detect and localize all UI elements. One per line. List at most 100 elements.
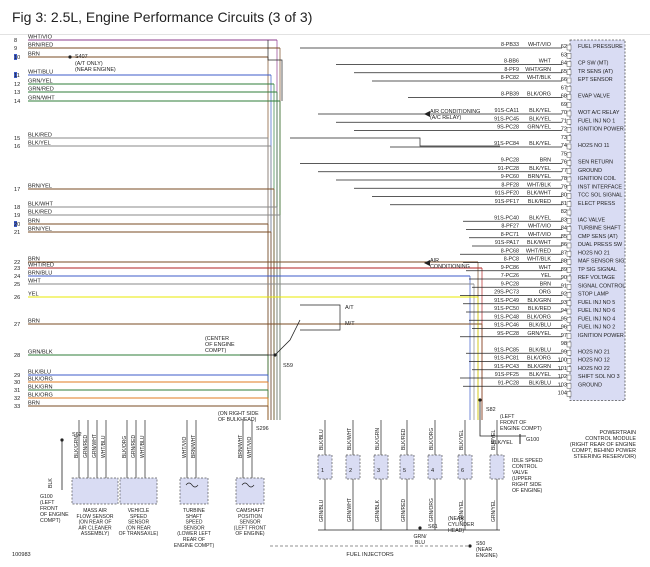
pin-circuit-code: 91S-CA11	[495, 108, 519, 114]
pin-function: SHIFT SOL NO 3	[578, 374, 620, 380]
pcm-pin	[566, 358, 572, 364]
sensor-box	[235, 477, 265, 505]
fuel-injectors-label: FUEL INJECTORS	[346, 552, 394, 558]
pcm-pin	[566, 308, 572, 315]
s82-label: S82	[486, 407, 496, 413]
connector-marker	[14, 72, 17, 78]
pcm-pin	[566, 86, 572, 92]
pin-wire-color: WHT/GRN	[525, 67, 551, 73]
wire-color-label: BLK/WHT	[28, 202, 53, 208]
pin-function: FUEL PRESSURE	[578, 44, 623, 50]
s296-label: S296	[256, 426, 269, 432]
injector-number: 3	[377, 468, 380, 474]
pin-circuit-code: 9S-PC28	[497, 125, 519, 131]
pin-wire-color: GRN/YEL	[527, 125, 551, 131]
pin-number: 102	[558, 374, 567, 380]
pcm-pin	[566, 53, 572, 59]
pcm-pin	[566, 185, 572, 191]
injector-box	[373, 454, 389, 480]
wire-color-label: WHT/RED	[28, 263, 54, 269]
pin-function: HO2S NO 21	[578, 349, 610, 355]
pin-circuit-code: 91S-PF25	[495, 372, 519, 378]
pin-function: TR SENS (AT)	[578, 69, 613, 75]
wire-number: 22	[14, 260, 20, 266]
pin-number: 101	[558, 366, 567, 372]
figure-header: Fig 3: 2.5L, Engine Performance Circuits…	[0, 0, 650, 35]
wire-color-label: BRN/BLU	[28, 271, 52, 277]
wire-number: 21	[14, 230, 20, 236]
pin-circuit-code: 8-PC68	[501, 248, 519, 254]
pin-circuit-code: 8-PF27	[501, 224, 519, 230]
pin-wire-color: GRN/YEL	[527, 331, 551, 337]
pcm-pin	[566, 119, 572, 125]
pcm-pin	[566, 251, 572, 257]
coil-icon	[241, 482, 255, 488]
label-layer: 8WHT/VIO9BRN/RED10BRN11WHT/BLU12GRN/YEL1…	[12, 35, 636, 560]
splice-s407-dot	[68, 55, 72, 59]
pin-number: 69	[561, 102, 567, 108]
pin-circuit-code: 7-PC26	[501, 273, 519, 279]
pin-wire-color: BLK/WHT	[527, 240, 552, 246]
wire-color-label: GRN/YEL	[28, 79, 53, 85]
pin-function: FUEL INJ NO 2	[578, 325, 615, 331]
pin-number: 66	[561, 77, 567, 83]
pin-function: SIGNAL CONTROL	[578, 283, 625, 289]
pin-number: 80	[561, 193, 567, 199]
pcm-pin	[566, 325, 572, 331]
wire-color-label: BLK/ORG	[28, 377, 53, 383]
blkyel-label: BLK/YEL	[491, 440, 513, 446]
wire-number: 16	[14, 144, 20, 150]
pin-function: CP SW (MT)	[578, 61, 609, 67]
wire-bundle	[267, 40, 283, 101]
pin-wire-color: ORG	[539, 290, 551, 296]
sensor-wire-label: GRN/RED	[131, 435, 137, 458]
idle-valve-bottom-label: GRN/YEL	[491, 500, 497, 522]
wire-number: 20	[14, 222, 20, 228]
injector-box	[457, 454, 473, 480]
sensor-wire-label: WHT/VIO	[247, 437, 253, 458]
injector-top-label: BLK/RED	[401, 428, 407, 450]
pin-number: 96	[561, 325, 567, 331]
pin-wire-color: WHT	[539, 265, 552, 271]
mt-label: M/T	[345, 321, 355, 327]
wire-number: 8	[14, 38, 17, 44]
pin-wire-color: YEL	[541, 273, 551, 279]
pin-wire-color: BLK/WHT	[527, 191, 552, 197]
pcm-pin	[566, 242, 572, 249]
pin-number: 76	[561, 160, 567, 166]
wire-color-label: BRN	[28, 52, 40, 58]
injector-top-label: BLK/ORG	[429, 428, 435, 450]
sensor-box	[71, 477, 119, 505]
wire-number: 30	[14, 380, 20, 386]
wire-number: 15	[14, 136, 20, 142]
grn-blu-label: GRN/BLU	[414, 534, 428, 546]
pin-number: 64	[561, 61, 567, 67]
pin-number: 78	[561, 176, 567, 182]
pin-wire-color: BLK/GRN	[527, 364, 551, 370]
pin-wire-color: BLK/BLU	[529, 347, 551, 353]
pin-number: 99	[561, 349, 567, 355]
injector-number: 5	[403, 468, 406, 474]
pin-circuit-code: 8-PC82	[501, 75, 519, 81]
pin-function: EPT SENSOR	[578, 77, 613, 83]
pin-circuit-code: 9-PC28	[501, 281, 519, 287]
pin-circuit-code: 8-PF28	[501, 182, 519, 188]
wire-color-label: BRN/YEL	[28, 227, 52, 233]
pin-wire-color: BRN	[540, 158, 551, 164]
pcm-pin	[566, 94, 572, 100]
pin-number: 90	[561, 275, 567, 281]
pin-circuit-code: 8-PC71	[501, 232, 519, 238]
wire-color-label: GRN/WHT	[28, 96, 55, 102]
pin-number: 97	[561, 333, 567, 339]
pin-wire-color: WHT	[539, 59, 552, 65]
pin-wire-color: BLK/YEL	[529, 215, 551, 221]
pcm-pin	[566, 300, 572, 306]
s61-label: S61	[428, 524, 438, 530]
sensor-wire-label: BLK/GRN	[74, 436, 80, 458]
wire-color-label: WHT/BLU	[28, 70, 53, 76]
pcm-pin	[566, 209, 572, 216]
